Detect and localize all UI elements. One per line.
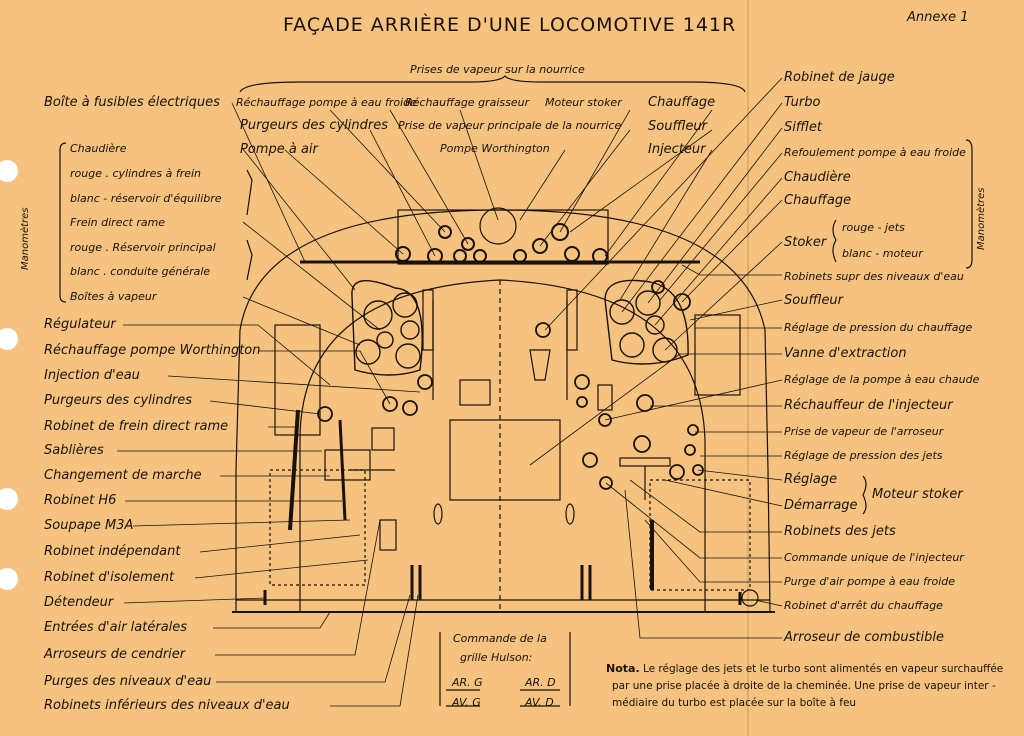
left-group-frein-direct: Frein direct rame: [70, 216, 166, 229]
label-rouge-jets: rouge - jets: [842, 221, 905, 234]
annexe-label: Annexe 1: [907, 10, 969, 25]
label-rechauffeur-injecteur: Réchauffeur de l'injecteur: [784, 398, 953, 413]
label-boite-fusibles: Boîte à fusibles électriques: [44, 95, 220, 110]
grille-ar-g: AR. G: [452, 676, 483, 689]
label-robinet-isolement: Robinet d'isolement: [44, 570, 175, 585]
label-robinet-arret-chauffage: Robinet d'arrêt du chauffage: [784, 599, 943, 612]
label-soupape-m3a: Soupape M3A: [44, 518, 134, 533]
left-group-boites-vapeur: Boîtes à vapeur: [70, 290, 157, 303]
left-group-vertical: Manomètres: [20, 207, 31, 271]
label-entrees-air: Entrées d'air latérales: [44, 620, 188, 635]
label-souffleur-top: Souffleur: [648, 119, 708, 134]
label-arroseur-combustible: Arroseur de combustible: [784, 630, 945, 645]
label-rechauffage-pompe-eau-froide: Réchauffage pompe à eau froide: [236, 96, 417, 109]
left-group-reservoir-principal: rouge . Réservoir principal: [70, 241, 216, 254]
top-header: Prises de vapeur sur la nourrice: [410, 63, 585, 76]
binder-hole: [0, 160, 18, 182]
binder-hole: [0, 488, 18, 510]
label-robinet-independant: Robinet indépendant: [44, 544, 181, 559]
label-detendeur: Détendeur: [44, 595, 114, 610]
label-refoulement: Refoulement pompe à eau froide: [784, 146, 966, 159]
label-turbo: Turbo: [784, 95, 821, 110]
label-changement-marche: Changement de marche: [44, 468, 202, 483]
label-pompe-worthington: Pompe Worthington: [440, 142, 550, 155]
note-label: Nota.: [606, 662, 640, 675]
binder-hole: [0, 568, 18, 590]
label-souffleur-right: Souffleur: [784, 293, 844, 308]
note-line-3: médiaire du turbo est placée sur la boît…: [612, 697, 857, 709]
label-robinet-frein-direct: Robinet de frein direct rame: [44, 419, 229, 434]
label-reglage-pompe-eau-chaude: Réglage de la pompe à eau chaude: [784, 373, 980, 386]
grille-title-1: Commande de la: [453, 632, 547, 645]
label-demarrage: Démarrage: [784, 498, 858, 513]
label-stoker: Stoker: [784, 235, 827, 250]
label-prise-vapeur-arroseur: Prise de vapeur de l'arroseur: [784, 425, 944, 438]
left-group-reservoir-equilibre: blanc - réservoir d'équilibre: [70, 192, 222, 205]
label-reglage-pression-jets: Réglage de pression des jets: [784, 449, 943, 462]
label-blanc-moteur: blanc - moteur: [842, 247, 923, 260]
label-commande-unique-injecteur: Commande unique de l'injecteur: [784, 551, 964, 564]
label-robinet-jauge: Robinet de jauge: [784, 70, 895, 85]
page-title: FAÇADE ARRIÈRE D'UNE LOCOMOTIVE 141R: [283, 14, 737, 36]
grille-ar-d: AR. D: [525, 676, 556, 689]
label-reglage: Réglage: [784, 472, 838, 487]
label-reglage-pression-chauffage: Réglage de pression du chauffage: [784, 321, 973, 334]
note-line-1: Le réglage des jets et le turbo sont ali…: [642, 663, 1004, 675]
binder-hole: [0, 328, 18, 350]
label-prise-vapeur-principale: Prise de vapeur principale de la nourric…: [398, 119, 622, 132]
label-chauffage-right: Chauffage: [784, 193, 852, 208]
label-purges-niveaux: Purges des niveaux d'eau: [44, 674, 212, 689]
label-robinets-superieurs: Robinets supr des niveaux d'eau: [784, 270, 964, 283]
label-purge-air: Purge d'air pompe à eau froide: [784, 575, 956, 588]
note-block: Nota. Le réglage des jets et le turbo so…: [606, 660, 1003, 712]
label-rechauffage-graisseur: Réchauffage graisseur: [405, 96, 530, 109]
label-arroseurs-cendrier: Arroseurs de cendrier: [44, 647, 186, 662]
label-rechauffage-pompe-worthington: Réchauffage pompe Worthington: [44, 343, 261, 358]
label-injecteur-top: Injecteur: [648, 142, 706, 157]
label-regulateur: Régulateur: [44, 317, 116, 332]
label-robinets-inferieurs: Robinets inférieurs des niveaux d'eau: [44, 698, 290, 713]
left-group-conduite-generale: blanc . conduite générale: [70, 265, 211, 278]
label-injection-eau: Injection d'eau: [44, 368, 140, 383]
label-vanne-extraction: Vanne d'extraction: [784, 346, 907, 361]
left-group-cylindres-frein: rouge . cylindres à frein: [70, 167, 202, 180]
label-sifflet: Sifflet: [784, 120, 822, 135]
left-group-chaudiere: Chaudière: [70, 142, 127, 155]
label-chaudiere-right: Chaudière: [784, 170, 851, 185]
label-moteur-stoker-right: Moteur stoker: [872, 487, 963, 502]
label-moteur-stoker-top: Moteur stoker: [545, 96, 622, 109]
label-purgeurs-cylindres-top: Purgeurs des cylindres: [240, 118, 388, 133]
label-sablieres: Sablières: [44, 443, 104, 458]
label-chauffage-top: Chauffage: [648, 95, 716, 110]
label-robinets-jets: Robinets des jets: [784, 524, 896, 539]
grille-av-d: AV. D: [525, 696, 554, 709]
label-purgeurs-cylindres: Purgeurs des cylindres: [44, 393, 192, 408]
label-robinet-h6: Robinet H6: [44, 493, 117, 508]
grille-title-2: grille Hulson:: [460, 651, 533, 664]
right-group-vertical: Manomètres: [976, 187, 987, 251]
label-pompe-a-air: Pompe à air: [240, 142, 318, 157]
note-line-2: par une prise placée à droite de la chem…: [612, 680, 996, 692]
grille-av-g: AV. G: [452, 696, 481, 709]
